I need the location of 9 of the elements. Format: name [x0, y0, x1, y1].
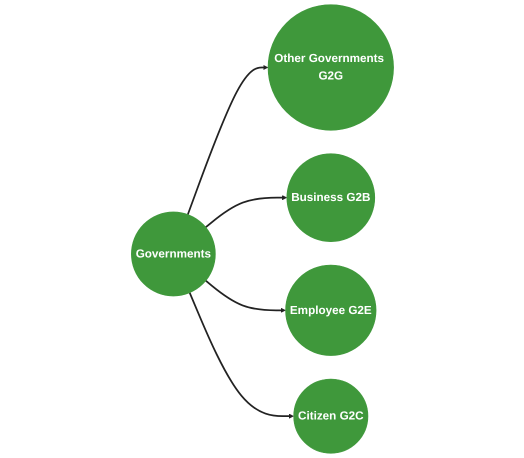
arrow	[186, 64, 268, 215]
node-circle: Other Governments G2G	[267, 4, 394, 131]
arrow	[204, 195, 287, 228]
arrow	[188, 292, 294, 419]
arrow	[204, 280, 286, 313]
node-circle: Governments	[130, 212, 216, 296]
node-circle: Business G2B	[286, 153, 375, 242]
node-circle: Citizen G2C	[292, 378, 368, 454]
node-circle: Employee G2E	[284, 264, 376, 356]
